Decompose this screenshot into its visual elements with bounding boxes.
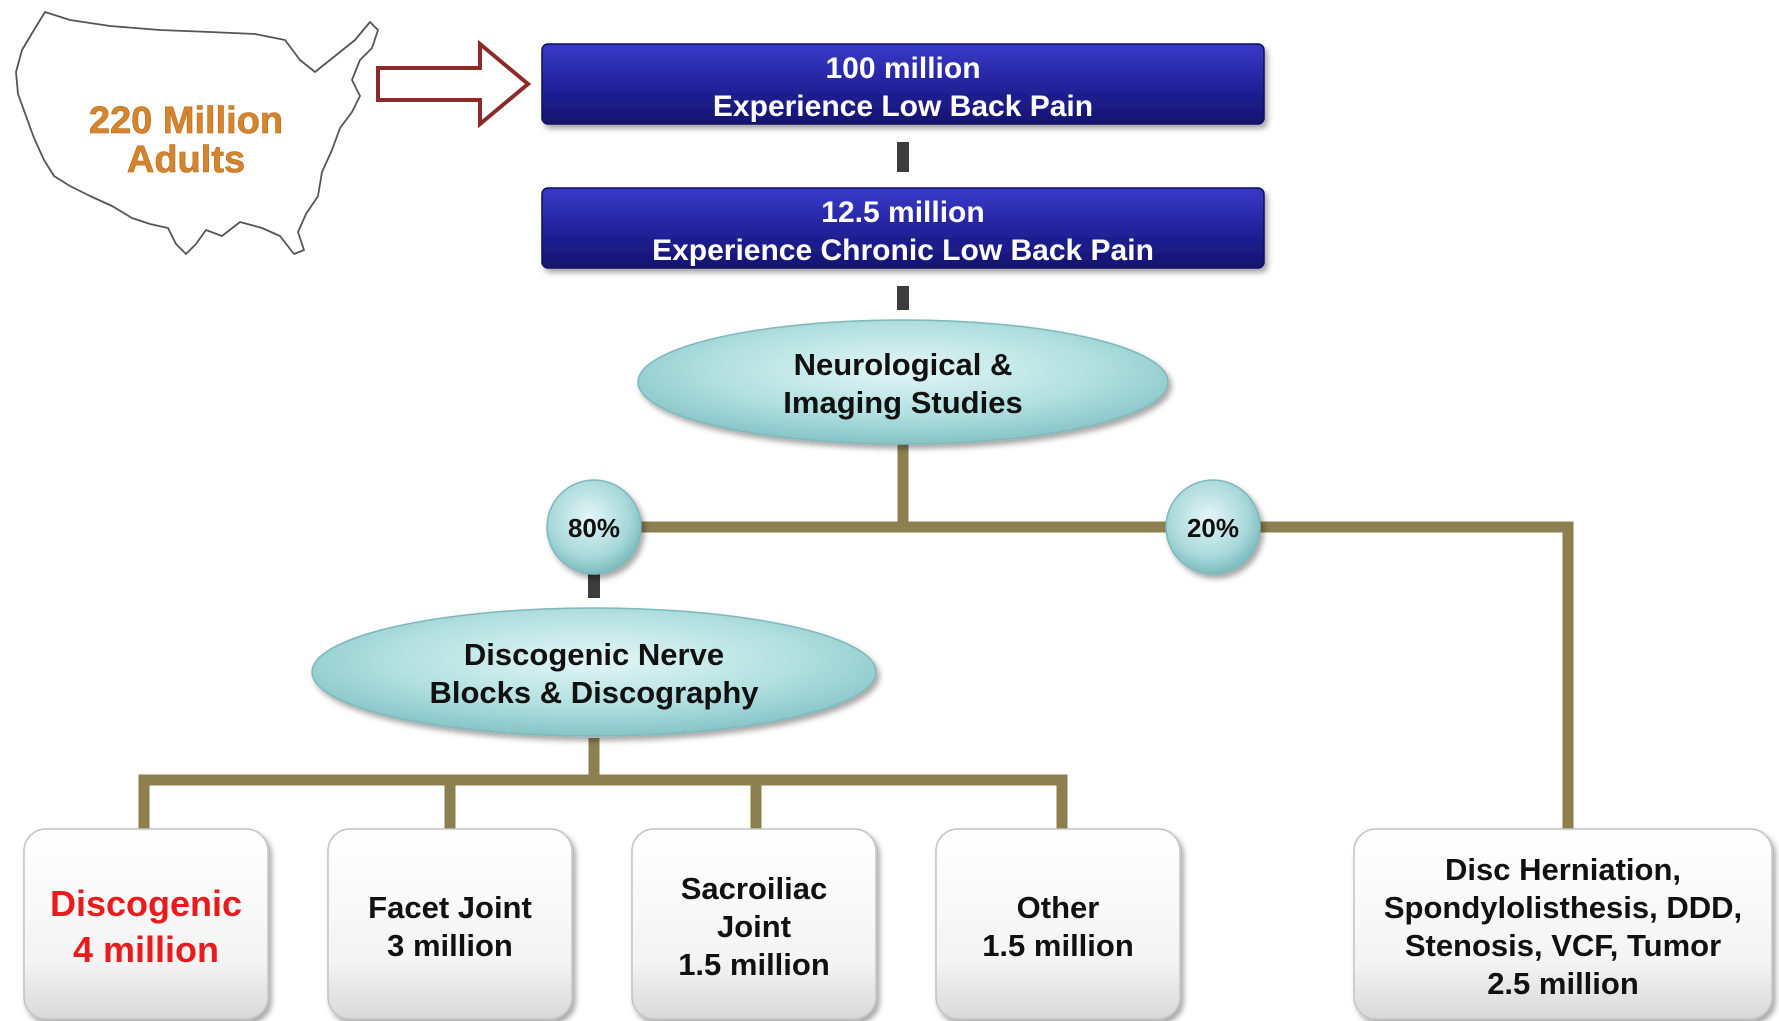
- percent-80-circle: [546, 479, 642, 575]
- connector-80-ellipse: [588, 572, 600, 598]
- map-label-line2: Adults: [127, 139, 245, 181]
- outcome-discogenic-box: [23, 828, 269, 1020]
- low-back-pain-box: [541, 43, 1265, 125]
- us-map-outline: [15, 11, 379, 255]
- discogenic-blocks-line2: Blocks & Discography: [429, 675, 759, 710]
- outcome-disc-herniation-line2: Spondylolisthesis, DDD,: [1384, 890, 1742, 925]
- outcome-disc-herniation-line3: Stenosis, VCF, Tumor: [1405, 928, 1721, 963]
- outcome-facet-line1: Facet Joint: [368, 890, 532, 925]
- outcome-facet-box: [327, 828, 573, 1020]
- outcome-discogenic-line1: Discogenic: [50, 883, 242, 924]
- outcome-discogenic-line2: 4 million: [73, 929, 219, 970]
- percent-80-label: 80%: [568, 513, 620, 543]
- neuro-imaging-line2: Imaging Studies: [783, 385, 1022, 420]
- outcome-other-line2: 1.5 million: [982, 928, 1134, 963]
- low-back-pain-count: 100 million: [825, 52, 980, 85]
- outcome-disc-herniation-box: [1353, 828, 1773, 1020]
- outcome-disc-herniation-line1: Disc Herniation,: [1445, 852, 1681, 887]
- outcome-sacroiliac-line2: Joint: [717, 909, 791, 944]
- connector-box1-box2: [897, 142, 909, 172]
- arrow-right-icon: [376, 39, 532, 129]
- neuro-imaging-line1: Neurological &: [794, 347, 1013, 382]
- chronic-pain-box: [541, 187, 1265, 269]
- chronic-pain-count: 12.5 million: [821, 196, 984, 229]
- low-back-pain-label: Experience Low Back Pain: [713, 90, 1093, 123]
- connector-box2-ellipse: [897, 286, 909, 310]
- outcome-sacroiliac-line1: Sacroiliac: [681, 871, 827, 906]
- discogenic-blocks-ellipse: [311, 607, 877, 737]
- chronic-pain-label: Experience Chronic Low Back Pain: [652, 234, 1154, 267]
- outcome-other-line1: Other: [1017, 890, 1100, 925]
- neuro-imaging-ellipse: [637, 319, 1169, 445]
- outcome-sacroiliac-line3: 1.5 million: [678, 947, 830, 982]
- outcome-other-box: [935, 828, 1181, 1020]
- outcome-facet-line2: 3 million: [387, 928, 513, 963]
- percent-20-circle: [1165, 479, 1261, 575]
- percent-20-label: 20%: [1187, 513, 1239, 543]
- map-label-line1: 220 Million: [89, 100, 283, 142]
- tree-connectors: [138, 440, 1574, 832]
- discogenic-blocks-line1: Discogenic Nerve: [464, 637, 724, 672]
- outcome-sacroiliac-box: [631, 828, 877, 1020]
- outcome-disc-herniation-line4: 2.5 million: [1487, 966, 1639, 1001]
